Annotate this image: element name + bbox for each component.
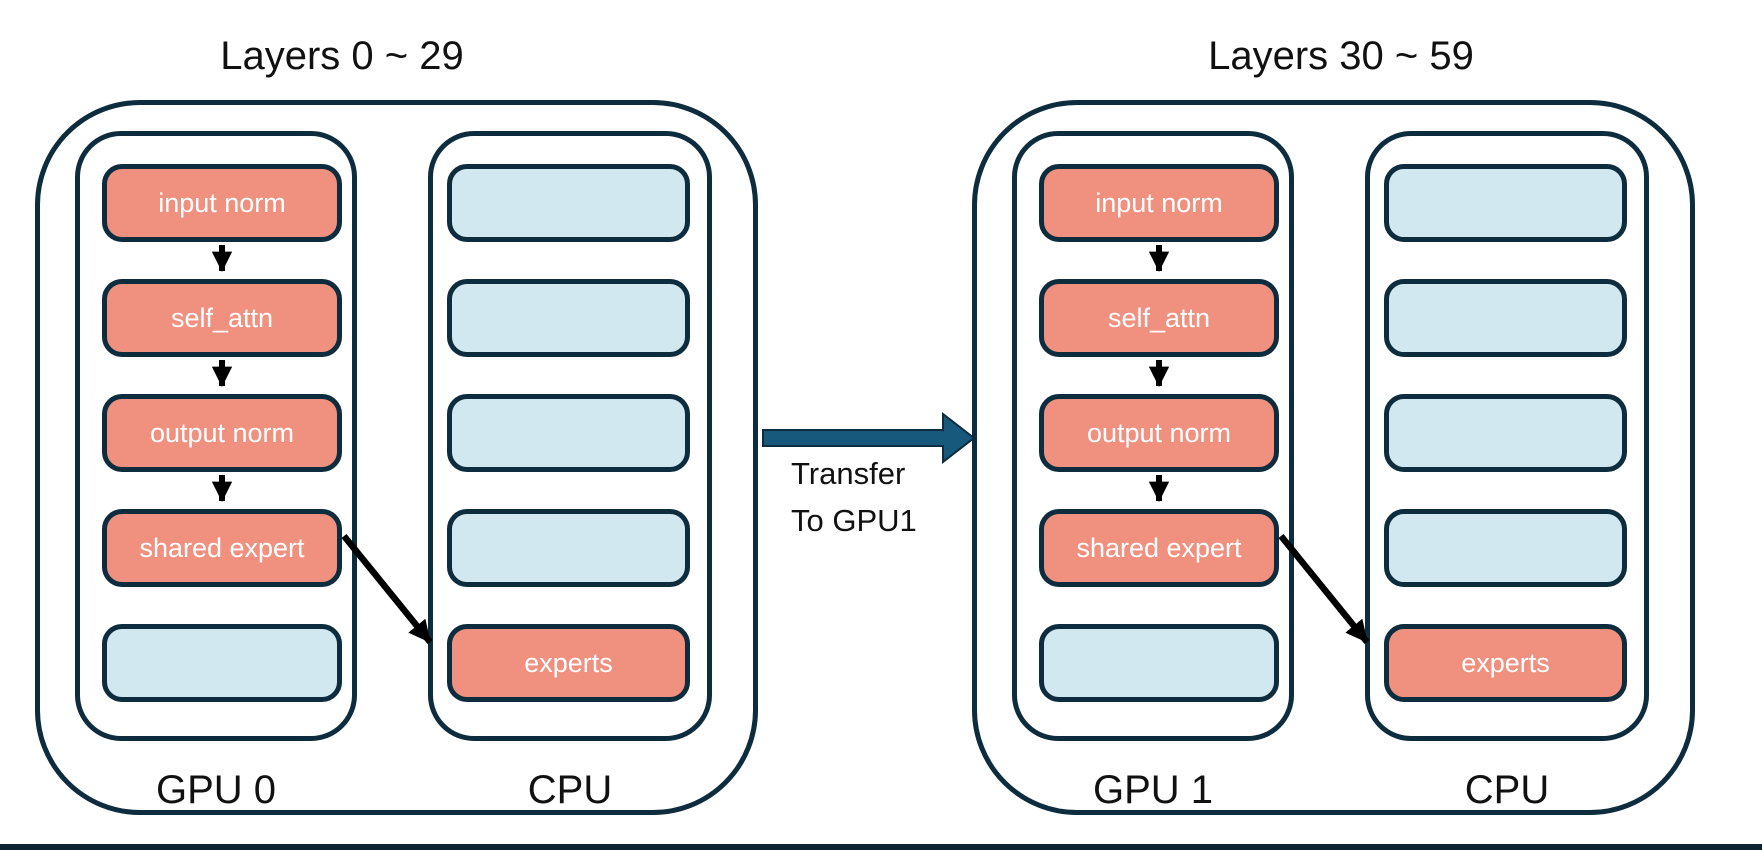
gpu0-empty-slot <box>102 624 342 702</box>
gpu0-box-shared-expert: shared expert <box>102 509 342 587</box>
gpu1-box-self-attn: self_attn <box>1039 279 1279 357</box>
gpu0-box-input-norm: input norm <box>102 164 342 242</box>
group-layers-30-59: input norm self_attn output norm shared … <box>972 100 1695 815</box>
transfer-caption-line2: To GPU1 <box>791 503 917 538</box>
cpu-left-box-experts: experts <box>447 624 690 702</box>
right-layers-title: Layers 30 ~ 59 <box>1208 34 1474 78</box>
cpu-left-slot-2 <box>447 279 690 357</box>
bottom-edge-bar <box>0 844 1762 850</box>
gpu0-box-self-attn: self_attn <box>102 279 342 357</box>
transfer-caption-line1: Transfer <box>791 456 906 491</box>
gpu1-box-input-norm: input norm <box>1039 164 1279 242</box>
gpu0-box-output-norm: output norm <box>102 394 342 472</box>
cpu-left-slot-1 <box>447 164 690 242</box>
cpu-right-box-experts: experts <box>1384 624 1627 702</box>
left-layers-title: Layers 0 ~ 29 <box>220 34 464 78</box>
cpu-left-label: CPU <box>527 768 613 812</box>
group-layers-0-29: input norm self_attn output norm shared … <box>35 100 758 815</box>
cpu-left-slot-3 <box>447 394 690 472</box>
cpu-right-slot-4 <box>1384 509 1627 587</box>
gpu1-box-shared-expert: shared expert <box>1039 509 1279 587</box>
cpu-right-slot-1 <box>1384 164 1627 242</box>
cpu-right-slot-2 <box>1384 279 1627 357</box>
gpu0-label: GPU 0 <box>155 768 277 812</box>
transfer-caption: Transfer To GPU1 <box>791 450 1021 544</box>
cpu-right-label: CPU <box>1464 768 1550 812</box>
cpu-right-slot-3 <box>1384 394 1627 472</box>
gpu1-empty-slot <box>1039 624 1279 702</box>
cpu-left-slot-4 <box>447 509 690 587</box>
gpu1-label: GPU 1 <box>1092 768 1214 812</box>
gpu1-box-output-norm: output norm <box>1039 394 1279 472</box>
